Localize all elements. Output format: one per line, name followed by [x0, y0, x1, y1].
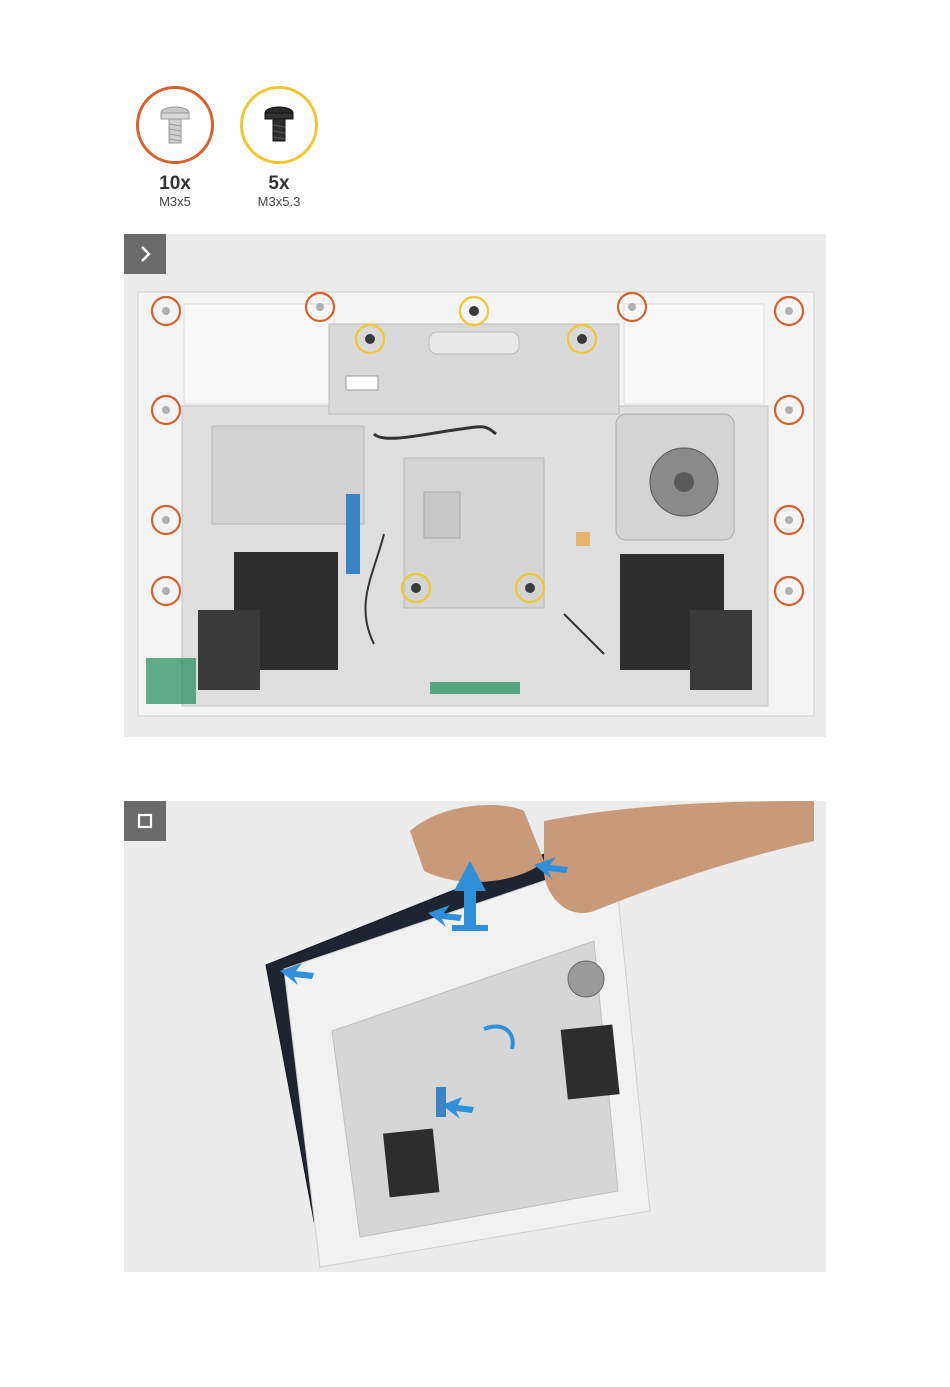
- screw-count: 10x: [130, 174, 220, 194]
- chevron-right-icon: [124, 234, 166, 274]
- screw-legend: 10x M3x5 5x M3x5.3: [130, 86, 330, 216]
- screw-m3x5: 10x M3x5: [130, 86, 220, 210]
- screw-m3x5-3-icon: [240, 86, 318, 164]
- screw-spec: M3x5.3: [234, 194, 324, 210]
- base-chassis-diagram: [124, 234, 826, 737]
- lifting-base-diagram: [124, 801, 826, 1272]
- screw-m3x5-3: 5x M3x5.3: [234, 86, 324, 210]
- screw-m3x5-icon: [136, 86, 214, 164]
- step-2-illustration: [124, 801, 826, 1272]
- stop-square-icon: [124, 801, 166, 841]
- screw-spec: M3x5: [130, 194, 220, 210]
- screw-count: 5x: [234, 174, 324, 194]
- step-1-illustration: [124, 234, 826, 737]
